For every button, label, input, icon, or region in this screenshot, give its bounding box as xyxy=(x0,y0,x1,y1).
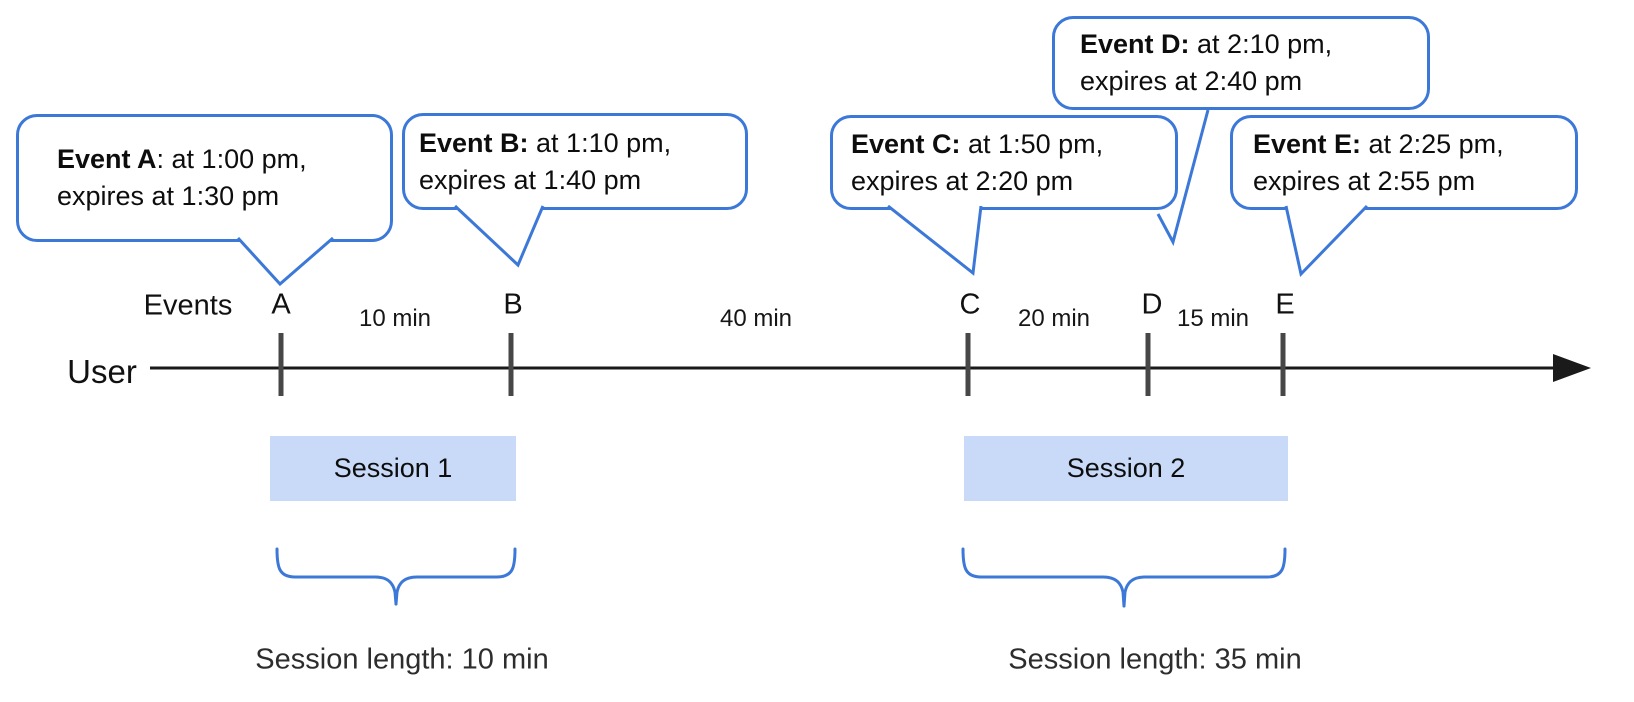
tick-label-e: E xyxy=(1275,288,1295,321)
event-b-line2: expires at 1:40 pm xyxy=(419,164,642,195)
event-c-line1: Event C: at 1:50 pm, xyxy=(851,128,1104,159)
user-axis-label: User xyxy=(67,353,137,390)
event-e-line1: Event E: at 2:25 pm, xyxy=(1253,128,1504,159)
event-e-callout: Event E: at 2:25 pm, expires at 2:55 pm xyxy=(1230,115,1578,210)
session-1-label: Session 1 xyxy=(333,453,453,483)
tick-label-b: B xyxy=(503,288,523,321)
event-a-line2: expires at 1:30 pm xyxy=(57,181,280,211)
event-c-callout: Event C: at 1:50 pm, expires at 2:20 pm xyxy=(830,115,1178,210)
tick-label-d: D xyxy=(1141,288,1163,321)
event-b-line1: Event B: at 1:10 pm, xyxy=(419,127,672,158)
tick-b xyxy=(508,333,514,396)
event-b-callout-tail xyxy=(453,204,545,268)
event-e-callout-tail xyxy=(1284,204,1369,278)
event-d-line2: expires at 2:40 pm xyxy=(1080,66,1303,96)
event-d-callout: Event D: at 2:10 pm, expires at 2:40 pm xyxy=(1052,16,1430,110)
event-d-line1: Event D: at 2:10 pm, xyxy=(1080,29,1333,59)
session-2-length-label: Session length: 35 min xyxy=(1008,643,1302,676)
event-a-line1: Event A: at 1:00 pm, xyxy=(57,144,307,174)
event-b-callout: Event B: at 1:10 pm, expires at 1:40 pm xyxy=(402,113,748,210)
event-c-callout-tail xyxy=(887,204,983,276)
tick-label-a: A xyxy=(271,288,291,321)
tick-d xyxy=(1145,333,1151,396)
session-1-box: Session 1 xyxy=(270,436,516,501)
event-e-line2: expires at 2:55 pm xyxy=(1253,165,1476,196)
session-2-box: Session 2 xyxy=(964,436,1288,501)
session-2-brace xyxy=(961,547,1287,608)
event-a-callout-tail xyxy=(236,236,334,287)
session-1-brace xyxy=(275,547,517,606)
tick-e xyxy=(1280,333,1286,396)
timeline-arrowhead xyxy=(1553,354,1591,382)
event-c-line2: expires at 2:20 pm xyxy=(851,165,1074,196)
session-2-label: Session 2 xyxy=(1066,453,1186,483)
interval-label-a-b: 10 min xyxy=(358,305,432,332)
session-1-length-label: Session length: 10 min xyxy=(255,643,549,676)
tick-c xyxy=(965,333,971,396)
events-row-label: Events xyxy=(143,289,233,322)
interval-label-d-e: 15 min xyxy=(1176,305,1250,332)
interval-label-b-c: 40 min xyxy=(719,305,793,332)
interval-label-c-d: 20 min xyxy=(1017,305,1091,332)
tick-a xyxy=(278,333,284,396)
event-a-callout: Event A: at 1:00 pm, expires at 1:30 pm xyxy=(16,114,393,242)
tick-label-c: C xyxy=(959,288,981,321)
